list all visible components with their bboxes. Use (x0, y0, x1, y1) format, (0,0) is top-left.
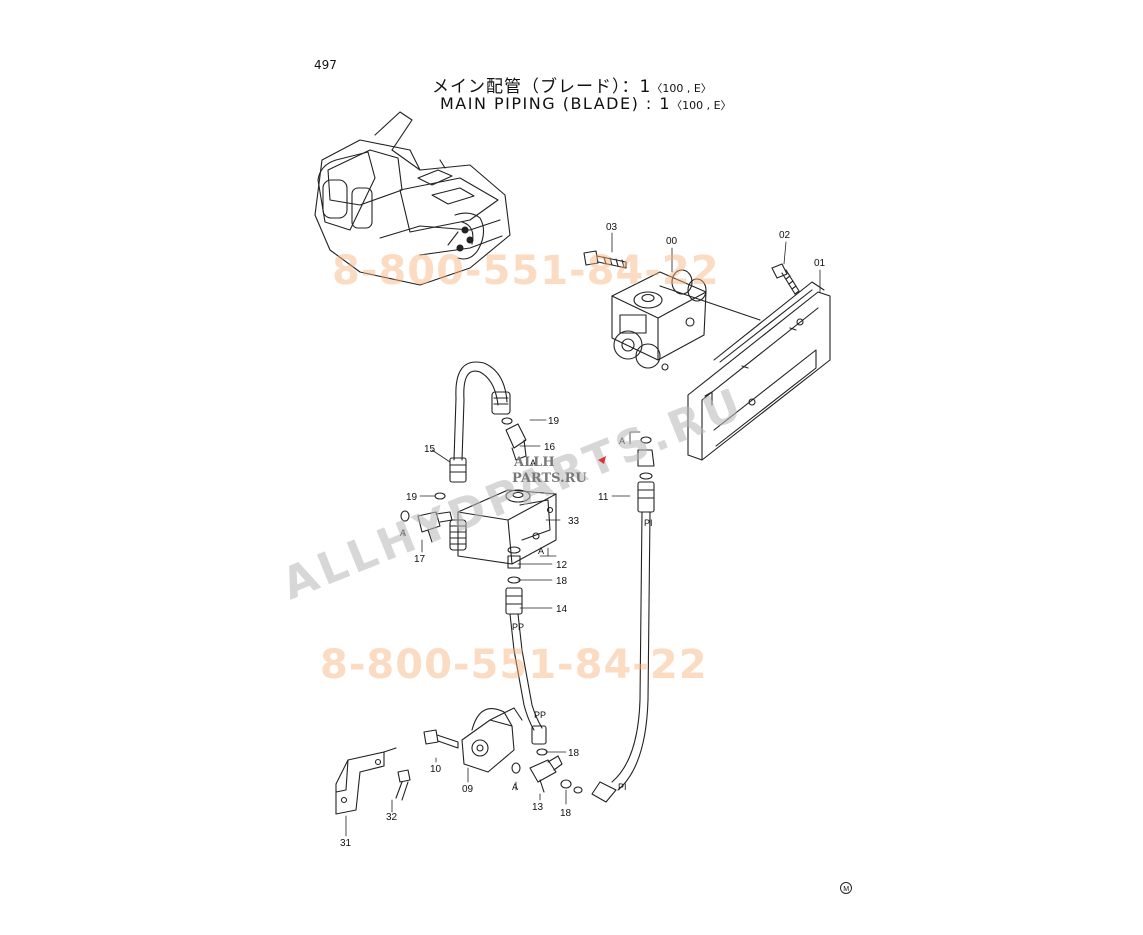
port-tag-a-pump-top: A (530, 458, 536, 468)
excavator-overview-sketch (314, 111, 511, 286)
circled-m-icon (840, 882, 852, 894)
port-tag-pp-upper: PP (512, 622, 524, 632)
bracket-31 (335, 747, 397, 815)
title-japanese: メイン配管（ブレード）：1〈100 , E〉 (432, 72, 712, 97)
callout-19-a: 19 (548, 416, 560, 427)
watermark-logo-line2: PARTS.RU (512, 471, 587, 486)
callout-numbers: 00 01 02 03 09 10 11 12 13 14 15 16 17 1… (340, 222, 826, 849)
title-english-applicability: 〈100 , E〉 (671, 99, 732, 112)
bolt-10 (423, 729, 459, 749)
callout-33: 33 (568, 516, 580, 527)
valve-rod (659, 285, 761, 321)
page-number: 497 (314, 58, 337, 72)
title-english-text: MAIN PIPING (BLADE) : 1 (440, 94, 672, 113)
title-japanese-applicability: 〈100 , E〉 (651, 82, 712, 95)
title-english: MAIN PIPING (BLADE) : 1〈100 , E〉 (440, 94, 732, 113)
bolt-32 (395, 769, 411, 801)
o-ring-19-left (434, 492, 446, 500)
port-tag-pi-lower: PI (618, 782, 627, 792)
callout-18-c: 18 (560, 808, 572, 819)
o-ring-18-lower (536, 748, 548, 756)
callout-10: 10 (430, 764, 442, 775)
callout-16: 16 (544, 442, 556, 453)
watermark-logo: ALLH PARTS.RU (512, 455, 606, 486)
callout-17: 17 (414, 554, 426, 565)
bolt-03 (583, 250, 627, 269)
callout-19-b: 19 (406, 492, 418, 503)
callout-03: 03 (606, 222, 618, 233)
callout-32: 32 (386, 812, 398, 823)
o-ring-19-upper (501, 417, 513, 425)
port-tags: A A A A A PP PP PI PI (400, 436, 653, 792)
tee-fitting-17 (400, 510, 453, 543)
watermark-logo-line1: ALLH (513, 455, 555, 470)
callout-11: 11 (598, 492, 609, 503)
watermark-site: ALLHYDPARTS.RU (275, 378, 752, 610)
elbow-fitting-16 (505, 423, 527, 461)
pilot-pump-33 (449, 489, 557, 565)
watermark-logo-flag-icon (598, 456, 606, 464)
callout-15: 15 (424, 444, 436, 455)
callout-00: 00 (666, 236, 678, 247)
hose-11 (591, 436, 655, 803)
callout-09: 09 (462, 784, 474, 795)
callout-14: 14 (556, 604, 568, 615)
footer-mark: M (840, 882, 852, 894)
hose-14 (505, 587, 547, 745)
port-tag-pi-upper: PI (644, 518, 653, 528)
callout-12: 12 (556, 560, 568, 571)
pump-outlet-fittings (507, 546, 521, 584)
pilot-valve-09 (461, 707, 523, 773)
watermark-phone-lower: 8-800-551-84-22 (320, 642, 708, 688)
callout-01: 01 (814, 258, 826, 269)
port-tag-a-tee-13: A (512, 782, 518, 792)
valve-bracket-plate (687, 281, 831, 461)
tee-fitting-13 (511, 755, 583, 794)
callout-31: 31 (340, 838, 352, 849)
callout-02: 02 (779, 230, 791, 241)
callout-leaders (345, 232, 821, 837)
port-tag-a-valve: A (619, 436, 625, 446)
bolt-02 (771, 263, 800, 295)
title-japanese-text: メイン配管（ブレード）：1 (432, 77, 652, 97)
footer-mark-letter: M (843, 886, 849, 893)
hose-15 (449, 361, 511, 483)
port-tag-a-pump-outlet: A (538, 546, 544, 556)
port-tag-a-tee-17: A (400, 528, 406, 538)
callout-18-a: 18 (556, 576, 568, 587)
port-tag-pp-lower: PP (534, 710, 546, 720)
callout-18-b: 18 (568, 748, 580, 759)
watermark-phone-upper: 8-800-551-84-22 (332, 248, 720, 294)
callout-13: 13 (532, 802, 544, 813)
